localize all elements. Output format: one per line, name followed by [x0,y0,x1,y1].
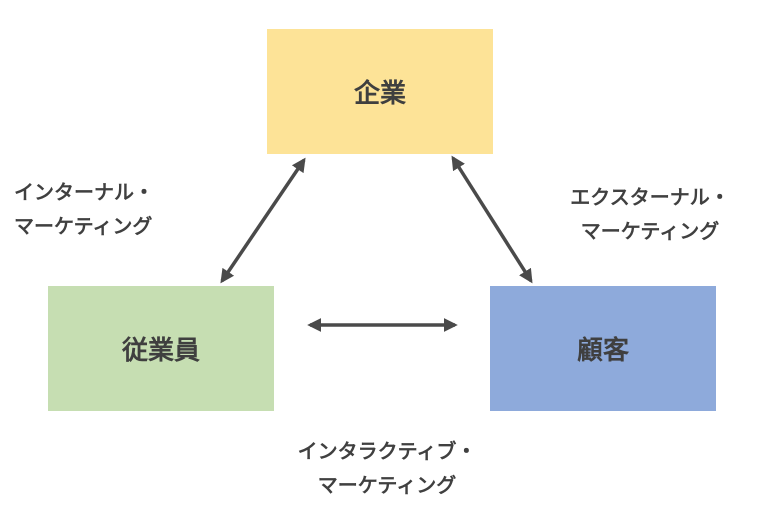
employee-label: 従業員 [121,336,200,366]
customer-label: 顧客 [576,336,629,366]
internal-marketing-line2: マーケティング [14,214,153,238]
arrow-company-employee [220,157,306,284]
interactive-marketing-label: インタラクティブ・ マーケティング [262,434,512,502]
external-marketing-line2: マーケティング [580,219,720,243]
company-node: 企業 [267,29,493,154]
customer-node: 顧客 [490,286,716,411]
arrow-company-customer [451,155,533,284]
external-marketing-line1: エクスターナル・ [570,185,730,209]
interactive-marketing-line2: マーケティング [317,473,457,497]
company-label: 企業 [353,79,406,109]
internal-marketing-line1: インターナル・ [14,180,154,204]
interactive-marketing-line1: インタラクティブ・ [297,439,477,463]
employee-node: 従業員 [48,286,274,411]
internal-marketing-label: インターナル・ マーケティング [14,175,154,243]
external-marketing-label: エクスターナル・ マーケティング [550,180,750,248]
